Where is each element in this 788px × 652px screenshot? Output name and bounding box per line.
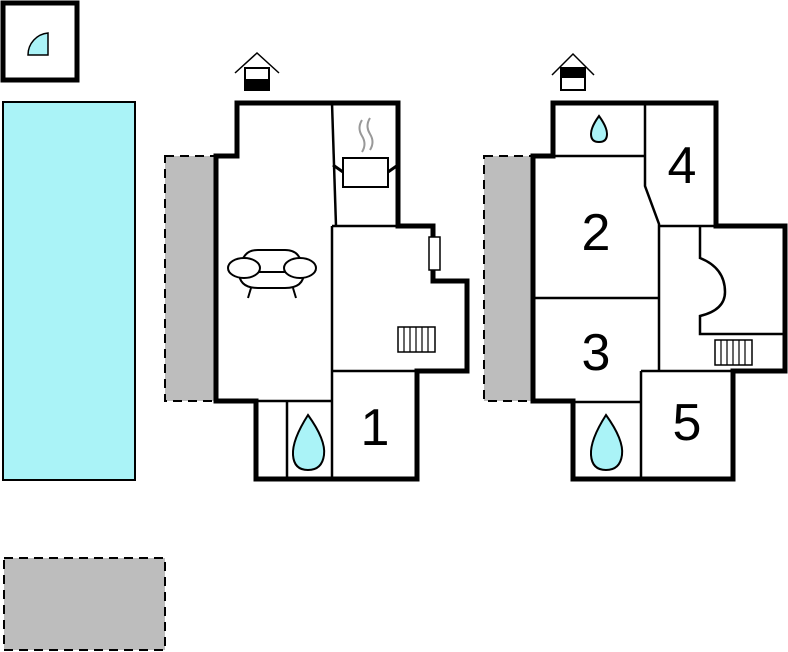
bathroom-water-icon (589, 413, 624, 472)
fireplace-icon (428, 236, 441, 271)
sofa-icon (227, 249, 317, 299)
ground-floor-plan: 1 (164, 51, 470, 482)
entrance-icon (551, 52, 595, 91)
first-floor-plan: 2 3 4 5 (483, 52, 788, 482)
entrance-icon (234, 51, 280, 91)
room-number-3: 3 (582, 324, 611, 382)
pool (2, 101, 136, 481)
stove-icon (332, 117, 399, 188)
room-number-5: 5 (673, 394, 702, 452)
stairs-icon (714, 339, 753, 366)
compass-icon (0, 0, 80, 83)
fireplace-icon (698, 226, 785, 336)
room-number-4: 4 (668, 137, 697, 195)
bathroom-water-icon (589, 114, 609, 144)
terrace-left (164, 155, 217, 402)
stairs-icon (397, 326, 436, 353)
terrace-left (483, 155, 534, 402)
terrace-bottom (3, 557, 166, 651)
room-number-1: 1 (361, 399, 390, 457)
bathroom-water-icon (291, 413, 326, 472)
room-number-2: 2 (582, 204, 611, 262)
